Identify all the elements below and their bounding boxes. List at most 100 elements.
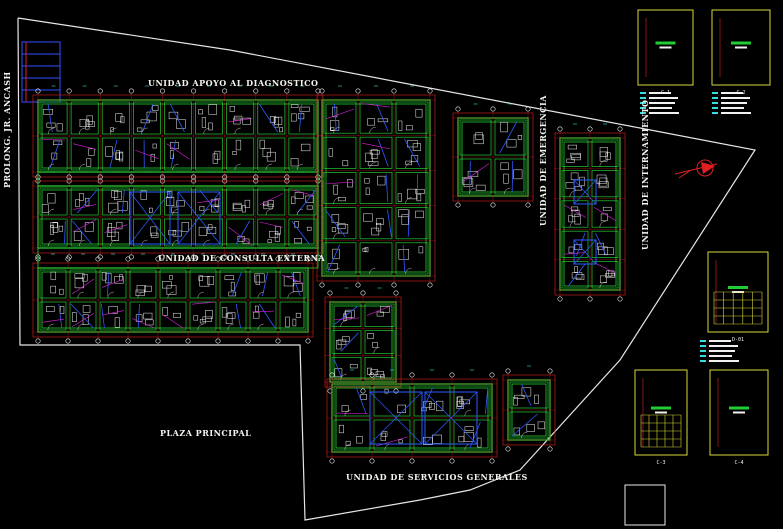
axis-bubble — [319, 88, 325, 94]
room — [257, 218, 286, 247]
fixture — [150, 226, 158, 236]
fixture — [108, 223, 112, 234]
fixture — [371, 149, 378, 159]
service-line — [333, 305, 359, 325]
axis-bubble — [587, 126, 593, 132]
fixture — [328, 148, 334, 157]
door-swing — [599, 281, 606, 289]
fixture — [598, 246, 608, 255]
axis-bubble — [245, 256, 251, 262]
axis-bubble — [557, 126, 563, 132]
legend-text — [709, 355, 732, 357]
room — [195, 137, 224, 171]
fixture — [566, 158, 575, 163]
axis-bubble — [222, 88, 228, 94]
door-swing — [47, 323, 54, 331]
service-line — [340, 332, 359, 352]
legend-swatch — [640, 107, 646, 109]
fixture — [199, 205, 205, 211]
axis-bubble — [253, 174, 259, 180]
fixture — [173, 312, 181, 318]
room — [101, 137, 130, 171]
fixture — [513, 169, 523, 180]
service-line — [101, 310, 125, 316]
door-swing — [203, 239, 210, 247]
fixture — [105, 146, 113, 157]
axis-bubble — [305, 338, 311, 344]
fixture — [463, 178, 474, 187]
door-swing — [405, 162, 412, 169]
detail-frame — [707, 251, 769, 333]
courtyard — [573, 239, 597, 265]
room — [70, 187, 99, 216]
service-line — [511, 413, 538, 437]
fixture — [74, 273, 85, 279]
service-line — [334, 103, 337, 132]
door-swing — [234, 127, 241, 135]
axis-bubble — [125, 256, 131, 262]
detail-note — [735, 46, 747, 49]
fixture — [79, 119, 89, 127]
fixture — [416, 193, 422, 202]
axis-bubble — [489, 458, 495, 464]
service-line — [563, 204, 587, 218]
door-swing — [344, 443, 351, 451]
courtyard — [573, 179, 597, 205]
door-swing — [172, 163, 179, 171]
service-line — [485, 387, 489, 415]
fixture — [473, 134, 484, 145]
axis-bubble — [97, 88, 103, 94]
legend-text — [721, 107, 744, 109]
service-line — [71, 313, 95, 328]
fixture — [506, 139, 517, 148]
fixture — [365, 187, 370, 195]
axis-bubble — [284, 88, 290, 94]
axis-bubble — [35, 88, 41, 94]
room — [373, 419, 411, 451]
fixture — [56, 123, 63, 132]
service-line — [228, 226, 252, 246]
axis-bubble — [155, 338, 161, 344]
fixture — [285, 316, 290, 328]
fixture — [367, 118, 375, 126]
fixture — [207, 224, 213, 230]
service-line — [228, 118, 252, 123]
fixture — [306, 226, 312, 231]
detail-note — [728, 286, 748, 289]
service-line — [366, 305, 393, 316]
legend-text — [721, 97, 750, 99]
axis-bubble — [393, 290, 399, 296]
fixture — [327, 263, 338, 270]
axis-bubble — [275, 338, 281, 344]
fixture — [345, 309, 355, 318]
fixture — [291, 196, 296, 204]
door-swing — [405, 197, 412, 204]
service-line — [402, 244, 406, 273]
axis-bubble — [191, 88, 197, 94]
fixture — [380, 432, 386, 441]
service-line — [576, 233, 586, 256]
service-line — [291, 220, 310, 245]
service-line — [297, 189, 316, 214]
axis-bubble — [409, 372, 415, 378]
service-line — [109, 139, 118, 169]
fixture — [59, 306, 65, 314]
detail-frame — [634, 369, 688, 456]
fixture — [381, 431, 388, 437]
fixture — [475, 184, 486, 191]
fixture — [596, 174, 607, 184]
detail-sheet: C-4 — [709, 369, 769, 466]
fixture — [294, 238, 303, 244]
service-line — [197, 199, 221, 204]
fixture — [423, 436, 433, 445]
service-line — [298, 103, 303, 133]
fixture — [342, 160, 349, 167]
room — [359, 101, 393, 134]
fixture — [73, 231, 82, 241]
legend-text — [649, 102, 675, 104]
fixture — [574, 266, 578, 273]
axis-bubble — [505, 368, 511, 374]
service-line — [290, 271, 301, 297]
inner-wall — [325, 103, 427, 273]
fixture — [86, 158, 92, 167]
